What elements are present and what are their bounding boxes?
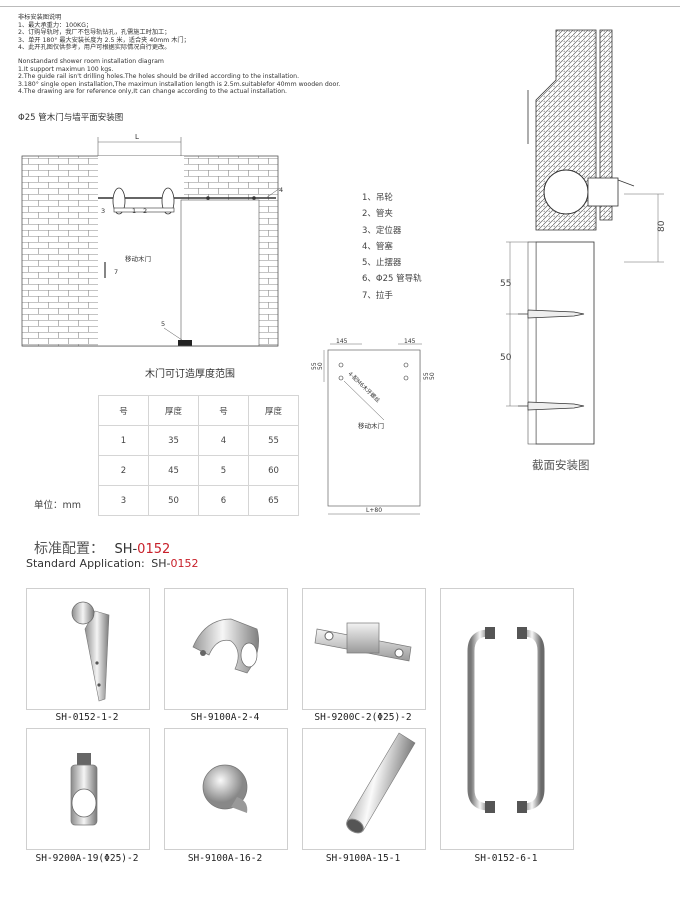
unit-label: 单位：mm — [34, 500, 82, 511]
table-cell: 5 — [198, 455, 249, 486]
part-1: 1、吊轮 — [362, 193, 393, 203]
door-drilling-diagram: 145 145 55 50 55 50 4-配M6木牙螺丝 移动木门 L+80 — [311, 338, 434, 515]
positioner-icon — [314, 622, 412, 662]
product-card-tube-rail[interactable] — [302, 728, 426, 850]
note-en-1: 1.It support maximun 100 kgs. — [18, 65, 114, 73]
section-caption: 截面安装图 — [532, 458, 590, 472]
table-row: 3 50 6 65 — [98, 485, 299, 516]
product-code: SH-9200A-19(Φ25)-2 — [35, 853, 139, 864]
callout-4: 4 — [279, 186, 283, 194]
wall-door-label: 移动木门 — [125, 254, 151, 263]
product-code: SH-9100A-15-1 — [325, 853, 401, 864]
note-cn-4: 4、此开孔图仅供参考，用户可根据实际情况自行更改。 — [18, 44, 171, 52]
note-cn-3: 3、单开 180° 最大安装长度为 2.5 米，适合夹 40mm 木门； — [18, 36, 190, 44]
table-cell: 35 — [148, 425, 199, 456]
product-card-positioner[interactable] — [302, 588, 426, 710]
top-divider — [0, 6, 680, 7]
note-en-2: 2.The guide rail isn't drilling holes.Th… — [18, 73, 300, 81]
part-3: 3、定位器 — [362, 225, 402, 236]
product-card-pull-handle[interactable] — [440, 588, 574, 850]
door-plate-label: 移动木门 — [358, 421, 384, 430]
table-cell: 6 — [198, 485, 249, 516]
dim-left-b: 50 — [317, 362, 324, 370]
tube-rail-icon — [346, 732, 416, 834]
standard-en-code-prefix: SH- — [151, 557, 171, 570]
header-cell: 厚度 — [248, 395, 299, 426]
standard-config-cn: 标准配置： SH-0152 — [34, 538, 170, 558]
table-cell: 1 — [98, 425, 149, 456]
thickness-table: 号 厚度 号 厚度 1 35 4 55 2 45 5 60 3 50 6 65 — [98, 395, 299, 516]
part-6: 6、Φ25 管导轨 — [362, 274, 422, 285]
header-cell: 号 — [198, 395, 249, 426]
dim-right-b: 50 — [429, 372, 434, 380]
product-code: SH-9100A-16-2 — [187, 853, 263, 864]
callout-5: 5 — [161, 320, 165, 328]
table-cell: 60 — [248, 455, 299, 486]
part-2: 2、管夹 — [362, 209, 393, 220]
note-cn-title: 非标安装图说明 — [18, 14, 62, 21]
product-card-pipe-clamp[interactable] — [164, 588, 288, 710]
hanger-wheel-icon — [71, 601, 110, 702]
table-cell: 3 — [98, 485, 149, 516]
note-en-4: 4.The drawing are for reference only,It … — [18, 88, 288, 96]
diagram-subtitle: Φ25 管木门与墙平面安装图 — [18, 113, 124, 123]
end-cap-icon — [202, 764, 248, 813]
standard-config-en: Standard Application: SH-0152 — [26, 557, 198, 570]
product-card-end-cap[interactable] — [164, 728, 288, 850]
product-code: SH-9200C-2(Φ25)-2 — [314, 712, 412, 723]
note-en-title: Nonstandard shower room installation dia… — [18, 57, 164, 65]
header-cell: 厚度 — [148, 395, 199, 426]
installation-notes: 非标安装图说明 1、最大承重力：100KG； 2、订购导轨时，我厂不包导轨钻孔，… — [18, 14, 341, 96]
dim-right-a: 55 — [423, 372, 430, 380]
thickness-table-title: 木门可订造厚度范围 — [145, 369, 235, 380]
wall-elevation-diagram: L 3 1 2 4 5 7 移动木门 — [21, 133, 283, 347]
standard-en-label: Standard Application: — [26, 557, 145, 570]
note-en-3: 3.180° single open installation,The maxi… — [18, 80, 341, 88]
standard-cn-code-prefix: SH- — [114, 542, 138, 557]
note-cn-1: 1、最大承重力：100KG； — [18, 21, 93, 29]
dim-55: 55 — [500, 279, 511, 289]
table-row: 1 35 4 55 — [98, 425, 299, 456]
callout-2: 2 — [143, 207, 147, 215]
dim-50: 50 — [500, 353, 512, 363]
product-card-hanger-wheel[interactable] — [26, 588, 150, 710]
part-4: 4、管塞 — [362, 241, 393, 252]
product-code: SH-9100A-2-4 — [190, 712, 260, 723]
standard-en-code: 0152 — [170, 557, 199, 570]
part-5: 5、止摆器 — [362, 258, 402, 269]
note-cn-2: 2、订购导轨时，我厂不包导轨钻孔，孔需施工时加工； — [18, 29, 171, 37]
product-code: SH-0152-6-1 — [474, 853, 538, 864]
table-cell: 55 — [248, 425, 299, 456]
part-7: 7、拉手 — [362, 290, 393, 301]
table-cell: 50 — [148, 485, 199, 516]
callout-1: 1 — [132, 207, 136, 215]
callout-7: 7 — [114, 268, 118, 276]
table-cell: 4 — [198, 425, 249, 456]
dim-L: L — [135, 133, 139, 141]
callout-3: 3 — [101, 207, 105, 215]
product-code: SH-0152-1-2 — [55, 712, 119, 723]
standard-cn-label: 标准配置： — [34, 541, 104, 557]
table-cell: 65 — [248, 485, 299, 516]
standard-cn-code: 0152 — [137, 542, 171, 557]
table-cell: 45 — [148, 455, 199, 486]
pipe-holder-icon — [70, 753, 98, 826]
parts-list: 1、吊轮 2、管夹 3、定位器 4、管塞 5、止摆器 6、Φ25 管导轨 7、拉… — [362, 190, 422, 304]
table-cell: 2 — [98, 455, 149, 486]
dim-bottom: L+80 — [366, 507, 382, 514]
product-card-pipe-holder[interactable] — [26, 728, 150, 850]
dim-top-right: 145 — [404, 338, 416, 345]
dim-left-a: 55 — [311, 362, 318, 370]
table-row: 2 45 5 60 — [98, 455, 299, 486]
pipe-clamp-icon — [192, 618, 259, 674]
table-header-row: 号 厚度 号 厚度 — [98, 395, 299, 426]
pull-handle-icon — [467, 627, 545, 813]
dim-top-left: 145 — [336, 338, 348, 345]
header-cell: 号 — [98, 395, 149, 426]
section-diagram: 80 55 50 — [500, 29, 667, 445]
dim-80: 80 — [657, 220, 667, 232]
